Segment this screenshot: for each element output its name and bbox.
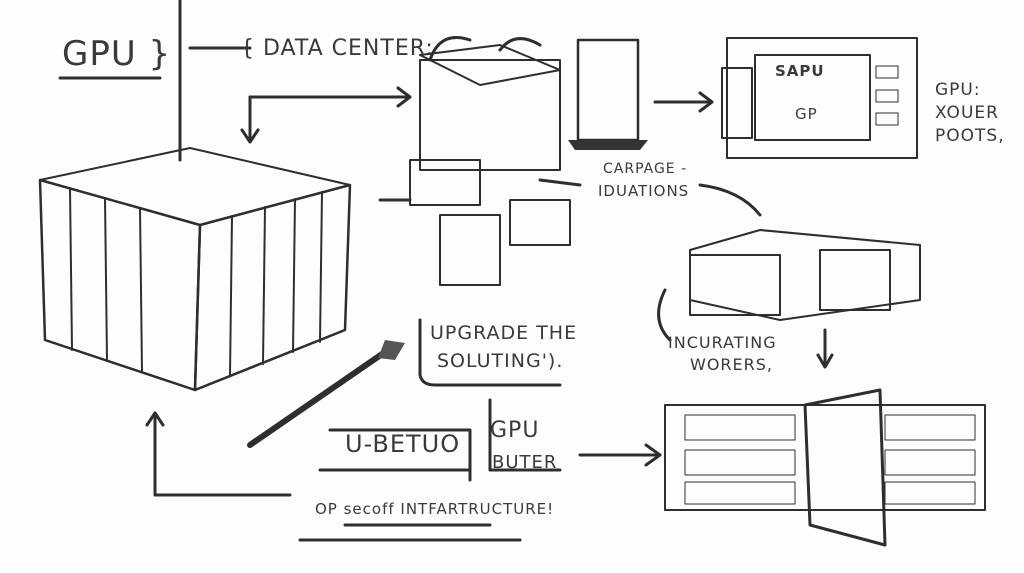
gpu-note-2: XOUER	[935, 103, 999, 123]
tower-server	[568, 38, 648, 150]
infrastructure-label: OP secoff INTFARTRUCTURE!	[315, 500, 555, 518]
gpu-note-1: GPU:	[935, 80, 981, 100]
ubetuo-label: U-BETUO	[345, 430, 461, 458]
upgrade-label-2: SOLUTING').	[437, 350, 564, 372]
screen-top-text: SAPU	[775, 62, 825, 80]
gpu-note-3: POOTS,	[935, 126, 1005, 146]
gpu-buter-label-2: BUTER	[492, 452, 558, 473]
open-cabinet	[664, 388, 986, 547]
upgrade-label-1: UPGRADE THE	[430, 322, 578, 344]
data-center-label: { DATA CENTER:	[240, 36, 434, 61]
iduations-label: IDUATIONS	[598, 182, 690, 200]
pen-icon	[247, 340, 405, 448]
exploded-server-module	[409, 36, 571, 286]
carpage-label: CARPAGE -	[603, 161, 688, 177]
incurating-label: INCURATING	[668, 333, 777, 352]
industrial-machine	[689, 229, 921, 321]
gpu-buter-label-1: GPU	[490, 418, 540, 443]
gpu-title: GPU }	[62, 34, 172, 74]
flow-arrows	[58, 0, 834, 542]
monitor-panel	[721, 37, 918, 159]
server-rack-cluster	[38, 147, 352, 392]
screen-bottom-text: GP	[795, 105, 818, 123]
worers-label: WORERS,	[690, 355, 773, 374]
